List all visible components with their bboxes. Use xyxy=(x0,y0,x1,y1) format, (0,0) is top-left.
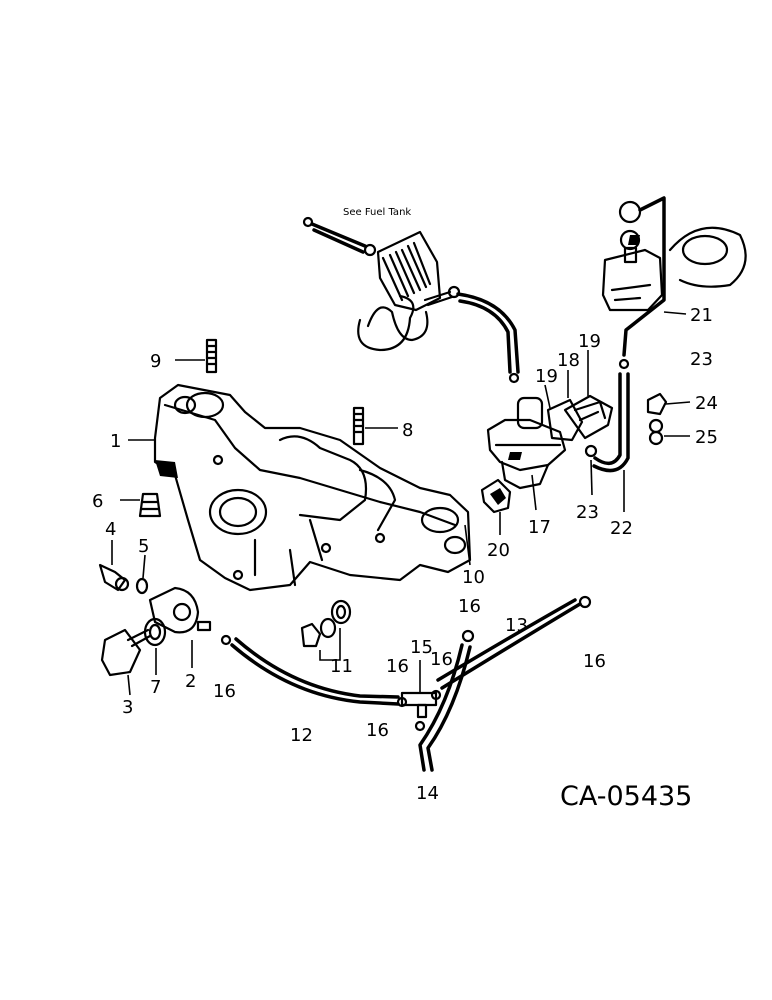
callout-7: 7 xyxy=(150,677,161,698)
callout-16-left: 16 xyxy=(213,681,236,702)
callout-25: 25 xyxy=(695,427,718,448)
cap-25 xyxy=(648,418,690,446)
callout-1: 1 xyxy=(110,431,121,452)
callout-18: 18 xyxy=(557,350,580,371)
callout-23-lower: 23 xyxy=(576,502,599,523)
callout-16-lower: 16 xyxy=(366,720,389,741)
intake-manifold xyxy=(153,383,472,592)
stud-8 xyxy=(352,406,398,446)
callout-19-right: 19 xyxy=(578,331,601,352)
callout-23-right: 23 xyxy=(690,349,713,370)
clamp-16-left xyxy=(220,634,232,646)
callout-20: 20 xyxy=(487,540,510,561)
callout-16-center-left: 16 xyxy=(386,656,409,677)
callout-16-top: 16 xyxy=(458,596,481,617)
callout-10: 10 xyxy=(462,567,485,588)
callout-2: 2 xyxy=(185,671,196,692)
callout-4: 4 xyxy=(105,519,116,540)
elbow-20 xyxy=(480,478,512,535)
callout-11: 11 xyxy=(330,656,353,677)
sender-4 xyxy=(98,540,130,592)
clamp-24 xyxy=(646,392,691,416)
fuel-line-22 xyxy=(584,358,630,512)
callout-22: 22 xyxy=(610,518,633,539)
callout-9: 9 xyxy=(150,351,161,372)
nut-washer-set-11 xyxy=(300,599,352,661)
callout-16-center-right: 16 xyxy=(430,649,453,670)
gasket-18 xyxy=(546,370,584,442)
callout-13: 13 xyxy=(505,615,528,636)
callout-19-left: 19 xyxy=(535,366,558,387)
diagram-code: CA-05435 xyxy=(560,781,692,812)
callout-24: 24 xyxy=(695,393,718,414)
cover-19 xyxy=(544,350,614,440)
callout-16-right: 16 xyxy=(583,651,606,672)
fuel-pump-17 xyxy=(486,396,567,511)
washer-5 xyxy=(135,554,149,595)
carburetor-21 xyxy=(601,196,747,357)
adapter-2 xyxy=(148,586,212,668)
callout-12: 12 xyxy=(290,725,313,746)
callout-21: 21 xyxy=(690,305,713,326)
callout-6: 6 xyxy=(92,491,103,512)
fuel-filter-assembly xyxy=(302,216,520,384)
fuel-lines xyxy=(230,595,592,772)
callout-3: 3 xyxy=(122,697,133,718)
plug-6 xyxy=(120,492,162,518)
see-fuel-tank-note: See Fuel Tank xyxy=(343,207,411,218)
callout-5: 5 xyxy=(138,536,149,557)
plug-3 xyxy=(100,628,152,696)
washer-7 xyxy=(143,617,167,675)
callout-17: 17 xyxy=(528,517,551,538)
stud-9 xyxy=(175,338,218,374)
callout-8: 8 xyxy=(402,420,413,441)
leader-10 xyxy=(464,524,471,566)
callout-15: 15 xyxy=(410,637,433,658)
callout-14: 14 xyxy=(416,783,439,804)
